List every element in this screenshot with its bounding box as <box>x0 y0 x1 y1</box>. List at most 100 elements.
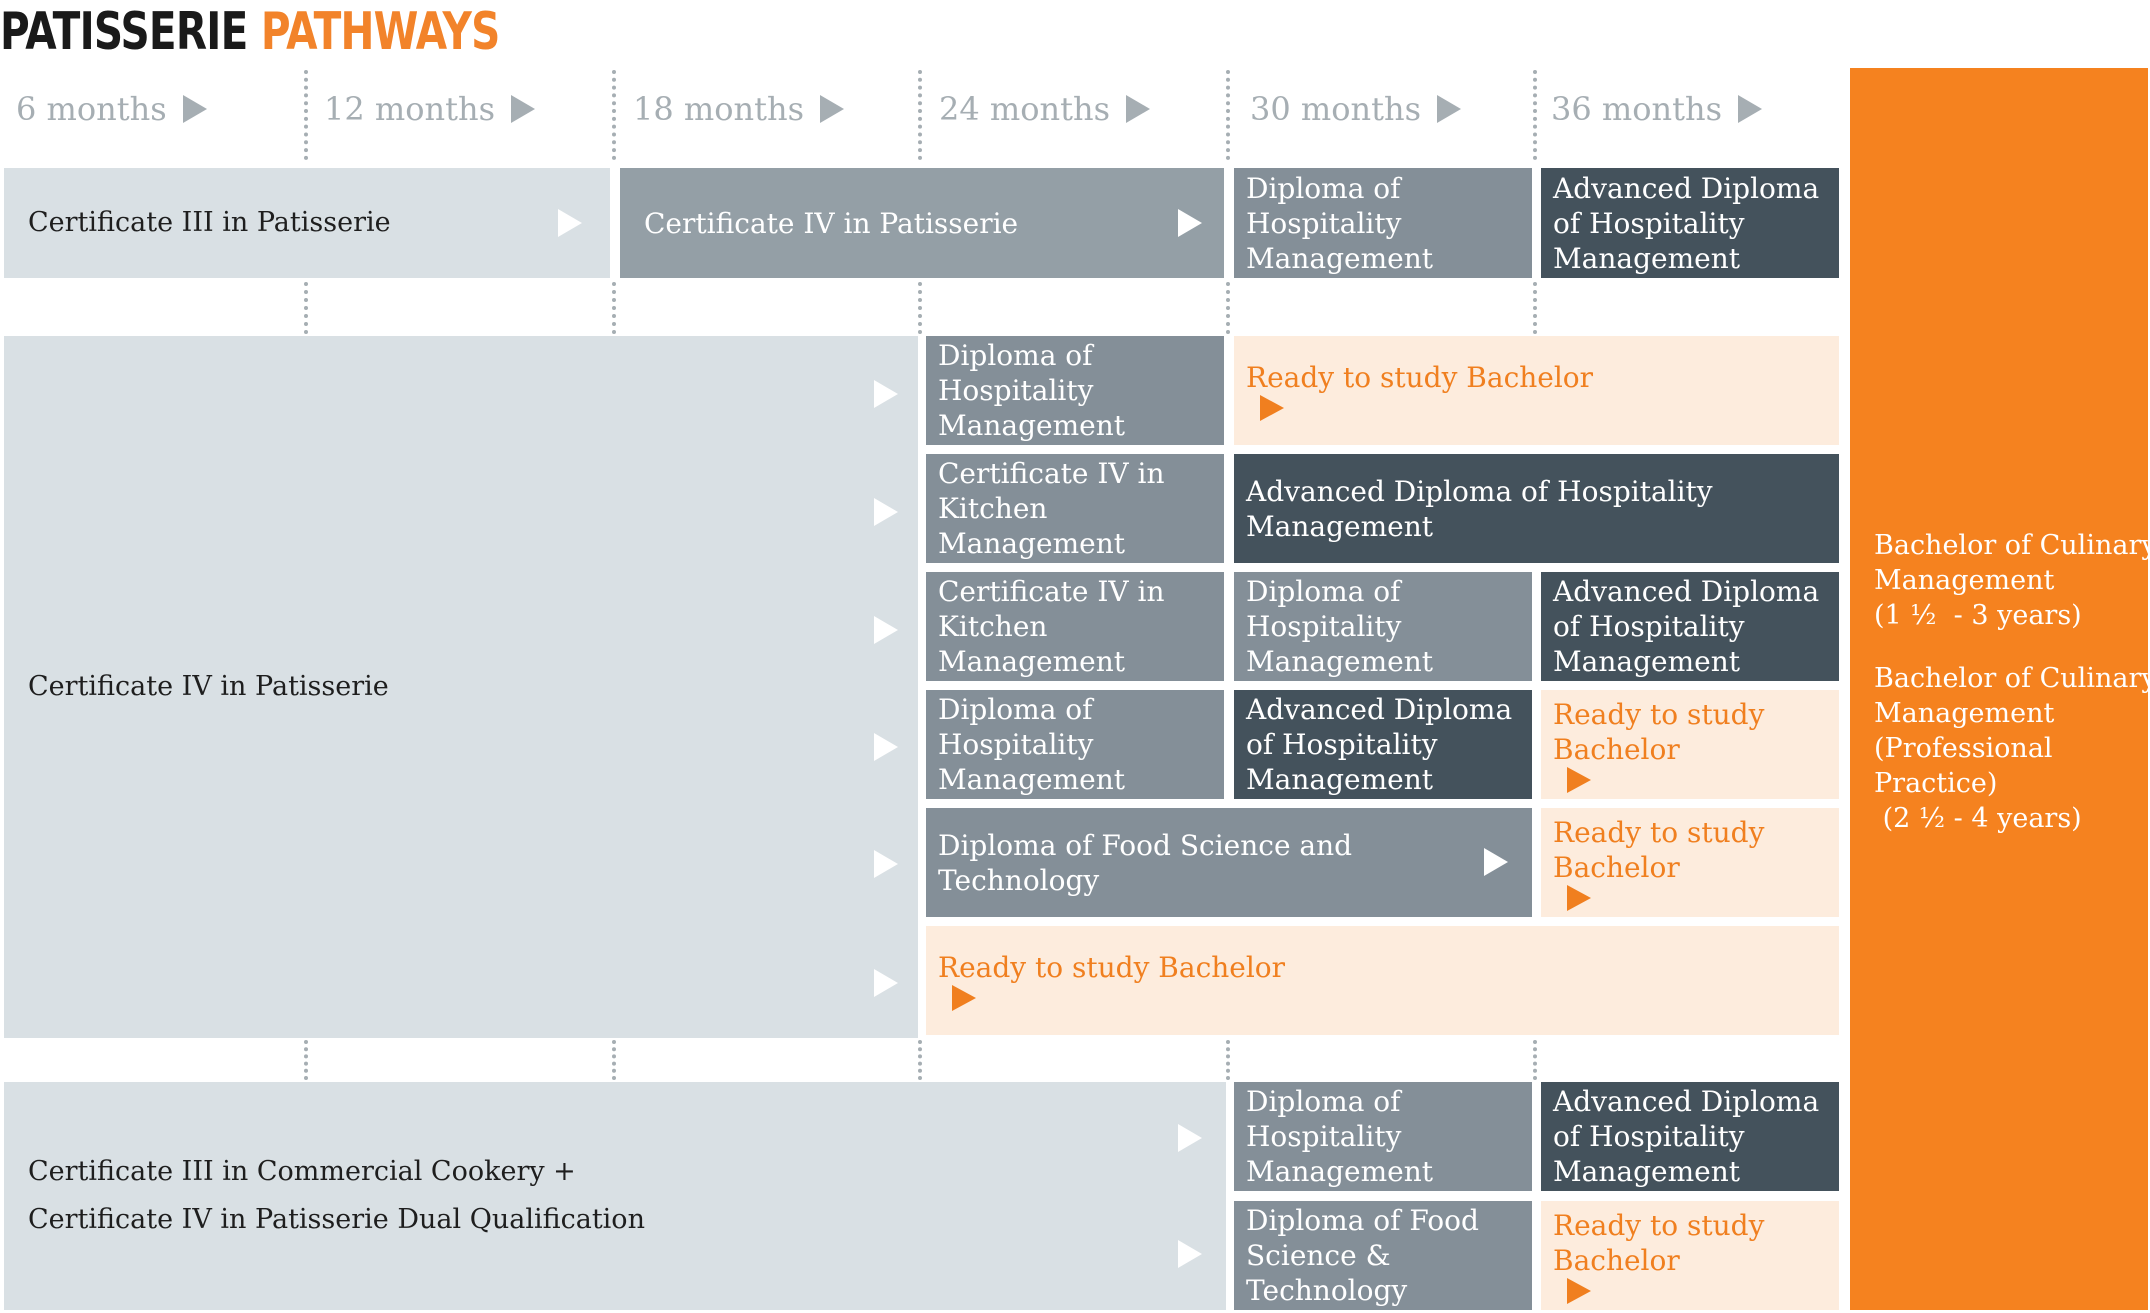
timeline-label: 18 months <box>633 90 804 128</box>
arrow-right-icon <box>1178 1124 1202 1152</box>
row2-ready-bachelor: Ready to study Bachelor <box>1541 690 1839 799</box>
course-label: Diploma of Food Science & Technology <box>1246 1204 1479 1307</box>
timeline-6-months: 6 months <box>16 90 207 128</box>
gridline-separator <box>918 282 922 334</box>
timeline-24-months: 24 months <box>939 90 1150 128</box>
play-arrow-icon <box>1126 95 1150 123</box>
row2-diploma-hospitality: Diploma of Hospitality Management <box>1234 572 1532 681</box>
row2-ready-bachelor: Ready to study Bachelor <box>1541 808 1839 917</box>
play-arrow-icon <box>182 95 207 123</box>
title-part-1: PATISSERIE <box>0 2 248 62</box>
timeline-18-months: 18 months <box>633 90 844 128</box>
arrow-right-icon <box>1567 1277 1591 1304</box>
play-arrow-icon <box>1437 95 1461 123</box>
row2-diploma-hospitality: Diploma of Hospitality Management <box>926 336 1224 445</box>
arrow-right-icon <box>1567 884 1591 911</box>
arrow-right-icon <box>558 209 582 237</box>
row1-advanced-diploma: Advanced Diploma of Hospitality Manageme… <box>1541 168 1839 278</box>
course-label: Advanced Diploma of Hospitality Manageme… <box>1246 474 1713 543</box>
row1-certificate-iv-patisserie: Certificate IV in Patisserie <box>620 168 1224 278</box>
play-arrow-icon <box>820 95 844 123</box>
course-label: Certificate III in Patisserie <box>28 207 391 239</box>
row3-ready-bachelor: Ready to study Bachelor <box>1541 1201 1839 1310</box>
gridline-separator <box>612 1040 616 1080</box>
timeline-label: 12 months <box>324 90 495 128</box>
row2-ready-bachelor: Ready to study Bachelor <box>926 926 1839 1035</box>
timeline-label: 6 months <box>16 90 167 128</box>
course-label: Diploma of Food Science and Technology <box>938 828 1353 897</box>
gridline-separator <box>304 70 308 160</box>
course-label: Certificate IV in Patisserie <box>644 206 1019 240</box>
page-title: PATISSERIE PATHWAYS <box>0 2 500 62</box>
course-label: Certificate IV in Kitchen Management <box>938 575 1165 678</box>
course-label: Diploma of Hospitality Management <box>938 693 1125 796</box>
arrow-right-icon <box>1178 1240 1202 1268</box>
course-label: Diploma of Hospitality Management <box>1246 575 1433 678</box>
gridline-separator <box>304 1040 308 1080</box>
gridline-separator <box>1226 1040 1230 1080</box>
gridline-separator <box>1533 70 1537 160</box>
timeline-36-months: 36 months <box>1551 90 1762 128</box>
row3-advanced-diploma: Advanced Diploma of Hospitality Manageme… <box>1541 1082 1839 1191</box>
course-label: Advanced Diploma of Hospitality Manageme… <box>1553 575 1820 678</box>
ready-label: Ready to study Bachelor <box>938 950 1285 1011</box>
course-label: Diploma of Hospitality Management <box>938 339 1125 442</box>
ready-label: Ready to study Bachelor <box>1246 360 1593 421</box>
gridline-separator <box>1226 70 1230 160</box>
bachelor-option: Bachelor of Culinary Management (1 ½ - 3… <box>1874 530 2150 631</box>
bachelor-option: Bachelor of Culinary Management (Profess… <box>1874 663 2150 834</box>
ready-label: Ready to study Bachelor <box>1553 697 1827 793</box>
bachelor-column: Bachelor of Culinary Management (1 ½ - 3… <box>1850 68 2150 1310</box>
row2-certificate-iv-kitchen: Certificate IV in Kitchen Management <box>926 454 1224 563</box>
course-label: Advanced Diploma of Hospitality Manageme… <box>1553 1085 1820 1188</box>
arrow-right-icon <box>874 380 898 408</box>
gridline-separator <box>918 1040 922 1080</box>
row3-dual-qualification: Certificate III in Commercial Cookery + … <box>4 1082 1226 1310</box>
gridline-separator <box>1226 282 1230 334</box>
arrow-right-icon <box>1260 395 1284 421</box>
row1-certificate-iii-patisserie: Certificate III in Patisserie <box>4 168 610 278</box>
row3-diploma-food-science: Diploma of Food Science & Technology <box>1234 1201 1532 1310</box>
play-arrow-icon <box>1738 95 1762 123</box>
row2-diploma-food-science: Diploma of Food Science and Technology <box>926 808 1532 917</box>
row3-diploma-hospitality: Diploma of Hospitality Management <box>1234 1082 1532 1191</box>
row2-certificate-iv-kitchen: Certificate IV in Kitchen Management <box>926 572 1224 681</box>
row2-diploma-hospitality: Diploma of Hospitality Management <box>926 690 1224 799</box>
timeline-30-months: 30 months <box>1250 90 1461 128</box>
row1-diploma-hospitality: Diploma of Hospitality Management <box>1234 168 1532 278</box>
arrow-right-icon <box>874 850 898 878</box>
gridline-separator <box>1533 282 1537 334</box>
ready-label: Ready to study Bachelor <box>1553 815 1827 911</box>
play-arrow-icon <box>511 95 535 123</box>
title-part-2: PATHWAYS <box>260 2 500 62</box>
gridline-separator <box>304 282 308 334</box>
gridline-separator <box>1533 1040 1537 1080</box>
arrow-right-icon <box>1484 848 1508 876</box>
course-label-line: Certificate IV in Patisserie Dual Qualif… <box>28 1204 645 1235</box>
timeline-label: 30 months <box>1250 90 1421 128</box>
gridline-separator <box>918 70 922 160</box>
row2-certificate-iv-patisserie: Certificate IV in Patisserie <box>4 336 918 1038</box>
course-label: Certificate IV in Patisserie <box>28 671 389 703</box>
arrow-right-icon <box>1567 766 1591 793</box>
course-label: Diploma of Hospitality Management <box>1246 171 1433 275</box>
timeline-label: 36 months <box>1551 90 1722 128</box>
arrow-right-icon <box>874 733 898 761</box>
course-label: Diploma of Hospitality Management <box>1246 1085 1433 1188</box>
arrow-right-icon <box>874 969 898 997</box>
arrow-right-icon <box>874 616 898 644</box>
arrow-right-icon <box>874 498 898 526</box>
course-label-line: Certificate III in Commercial Cookery + <box>28 1156 576 1187</box>
gridline-separator <box>612 282 616 334</box>
course-label: Certificate IV in Kitchen Management <box>938 457 1165 560</box>
row2-advanced-diploma: Advanced Diploma of Hospitality Manageme… <box>1234 690 1532 799</box>
row2-advanced-diploma: Advanced Diploma of Hospitality Manageme… <box>1541 572 1839 681</box>
ready-label: Ready to study Bachelor <box>1553 1208 1827 1304</box>
arrow-right-icon <box>952 985 976 1011</box>
course-label: Certificate III in Commercial Cookery + … <box>28 1148 645 1244</box>
gridline-separator <box>612 70 616 160</box>
row2-advanced-diploma: Advanced Diploma of Hospitality Manageme… <box>1234 454 1839 563</box>
course-label: Advanced Diploma of Hospitality Manageme… <box>1246 693 1513 796</box>
timeline-12-months: 12 months <box>324 90 535 128</box>
arrow-right-icon <box>1178 209 1202 237</box>
